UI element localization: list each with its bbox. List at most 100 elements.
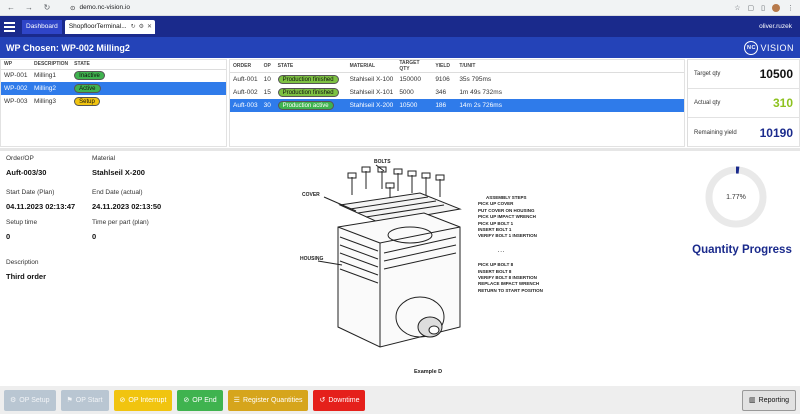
list-item: VERIFY BOLT 8 INSERTION <box>478 275 537 281</box>
time-per-unit: 35s 795ms <box>459 75 492 83</box>
target-qty-value: 10500 <box>759 67 793 81</box>
status-badge: Production finished <box>277 74 339 84</box>
column-header-order[interactable]: ORDER <box>230 60 261 73</box>
bookmark-star-icon[interactable]: ☆ <box>734 4 741 12</box>
column-header-state[interactable]: STATE <box>274 60 347 73</box>
table-row[interactable]: WP-002 Milling2 Active <box>1 82 226 95</box>
op-interrupt-label: OP Interrupt <box>128 396 167 404</box>
settings-icon[interactable]: ⚙ <box>138 24 145 30</box>
check-circle-icon: ⊘ <box>183 397 190 404</box>
time-per-unit: 1m 49s 732ms <box>459 88 502 96</box>
material: Stahlseil X-100 <box>349 75 394 83</box>
target-qty-label: Target qty <box>694 71 721 77</box>
app-header: Dashboard ShopfloorTerminal... ↻ ⚙ ✕ oli… <box>0 16 800 37</box>
remaining-yield-row: Remaining yield 10190 <box>688 118 799 147</box>
downtime-button[interactable]: ↺ Downtime <box>313 389 366 411</box>
table-row[interactable]: Auft-003 30 Production active Stahlseil … <box>230 98 684 112</box>
target-qty: 150000 <box>399 75 422 83</box>
wp-id: WP-002 <box>1 82 31 95</box>
table-header-row: WP DESCRIPTION STATE <box>1 60 226 70</box>
description-value: Third order <box>6 272 47 281</box>
column-header-description[interactable]: DESCRIPTION <box>31 60 72 70</box>
remaining-yield-label: Remaining yield <box>694 129 737 136</box>
list-item: VERIFY BOLT 1 INSERTION <box>478 233 537 239</box>
reporting-button[interactable]: ▥ Reporting <box>742 389 796 411</box>
assembly-steps: ASSEMBLY STEPS PICK UP COVER PUT COVER O… <box>478 195 560 294</box>
op-start-button[interactable]: ⚑ OP Start <box>60 389 109 411</box>
quantity-progress-label: Quantity Progress <box>692 244 792 256</box>
hamburger-menu-icon[interactable] <box>4 20 18 34</box>
column-header-op[interactable]: OP <box>260 60 275 73</box>
site-info-icon[interactable]: ⊙ <box>70 4 76 12</box>
profile-avatar[interactable] <box>772 3 780 12</box>
extensions-icon[interactable]: ▢ <box>747 4 755 12</box>
column-header-t-unit[interactable]: T/UNIT <box>456 60 684 73</box>
op-end-label: OP End <box>192 396 217 404</box>
status-badge: Inactive <box>74 71 105 81</box>
order-op-field: Order/OP Auft-003/30 <box>6 155 46 177</box>
table-header-row: ORDER OP STATE MATERIAL TARGET QTY YIELD… <box>230 60 684 73</box>
time-per-part-field: Time per part (plan) 0 <box>92 219 149 241</box>
op-start-label: OP Start <box>75 396 103 404</box>
tab-dashboard[interactable]: Dashboard <box>22 19 62 34</box>
order-id: Auft-002 <box>233 88 258 96</box>
description-label: Description <box>6 259 39 266</box>
cover-illustration <box>338 192 462 224</box>
assembly-drawing-image <box>317 164 462 348</box>
setup-time-label: Setup time <box>6 219 38 226</box>
table-row[interactable]: Auft-002 15 Production finished Stahlsei… <box>230 86 684 99</box>
browser-menu-icon[interactable]: ⋮ <box>787 4 794 12</box>
wp-title-bar: WP Chosen: WP-002 Milling2 NC VISION <box>0 37 800 58</box>
list-item: PICK UP BOLT 8 <box>478 262 514 268</box>
column-header-material[interactable]: MATERIAL <box>346 60 397 73</box>
order-op-label: Order/OP <box>6 155 34 162</box>
url-text[interactable]: demo.nc-vision.io <box>79 4 131 11</box>
yield: 186 <box>432 98 457 112</box>
table-row[interactable]: WP-003 Milling3 Setup <box>1 95 226 108</box>
close-icon[interactable]: ✕ <box>147 24 153 30</box>
forward-icon[interactable]: → <box>25 3 33 12</box>
assembly-steps-title: ASSEMBLY STEPS <box>486 195 527 200</box>
target-qty-row: Target qty 10500 <box>688 60 799 89</box>
address-bar[interactable]: ⊙ demo.nc-vision.io <box>64 2 704 14</box>
tab-shopfloor-terminal[interactable]: ShopfloorTerminal... ↻ ⚙ ✕ <box>64 19 155 34</box>
reload-icon[interactable]: ↻ <box>43 3 51 12</box>
column-header-yield[interactable]: YIELD <box>432 60 457 73</box>
actual-qty-row: Actual qty 310 <box>688 89 799 118</box>
order-op-value: Auft-003/30 <box>6 168 47 177</box>
column-header-wp[interactable]: WP <box>1 60 31 70</box>
logo-nc-mark: NC <box>744 40 759 55</box>
work-place-table: WP DESCRIPTION STATE WP-001 Milling1 Ina… <box>0 59 227 147</box>
flag-icon: ⚑ <box>66 397 73 404</box>
refresh-icon[interactable]: ↻ <box>130 24 136 30</box>
description-field: Description Third order <box>6 259 46 281</box>
list-item: PUT COVER ON HOUSING <box>478 207 535 213</box>
wp-description: Milling3 <box>34 98 57 105</box>
list-item: PICK UP BOLT 1 <box>478 220 514 226</box>
nc-vision-logo: NC VISION <box>744 40 794 55</box>
column-header-target-qty[interactable]: TARGET QTY <box>396 60 433 73</box>
actual-qty-value: 310 <box>772 96 793 110</box>
register-quantities-button[interactable]: ☰ Register Quantities <box>227 389 309 411</box>
status-badge: Production finished <box>277 87 339 97</box>
list-item: INSERT BOLT 1 <box>478 227 512 233</box>
assembly-drawing: BOLTS COVER HOUSING Example D ASSEMBLY S… <box>300 157 560 379</box>
column-header-state[interactable]: STATE <box>71 60 226 70</box>
wp-chosen-title: WP Chosen: WP-002 Milling2 <box>6 42 130 53</box>
sidebar-icon[interactable]: ▯ <box>761 4 765 12</box>
table-row[interactable]: Auft-001 10 Production finished Stahlsei… <box>230 73 684 86</box>
table-row[interactable]: WP-001 Milling1 Inactive <box>1 69 226 82</box>
op-end-button[interactable]: ⊘ OP End <box>177 389 223 411</box>
operations-table: ORDER OP STATE MATERIAL TARGET QTY YIELD… <box>229 59 685 147</box>
bolts-label: BOLTS <box>374 159 391 165</box>
list-icon: ☰ <box>233 397 240 404</box>
op-setup-button[interactable]: ⚙ OP Setup <box>4 389 56 411</box>
user-name[interactable]: oliver.ruzek <box>759 23 792 30</box>
list-item: PICK UP COVER <box>478 201 514 207</box>
back-icon[interactable]: ← <box>7 3 15 12</box>
steps-ellipsis: . . . <box>498 247 505 253</box>
op-interrupt-button[interactable]: ⊘ OP Interrupt <box>113 389 173 411</box>
time-per-unit: 14m 2s 726ms <box>456 98 684 112</box>
section-divider <box>0 148 800 151</box>
wp-description: Milling1 <box>34 72 57 80</box>
